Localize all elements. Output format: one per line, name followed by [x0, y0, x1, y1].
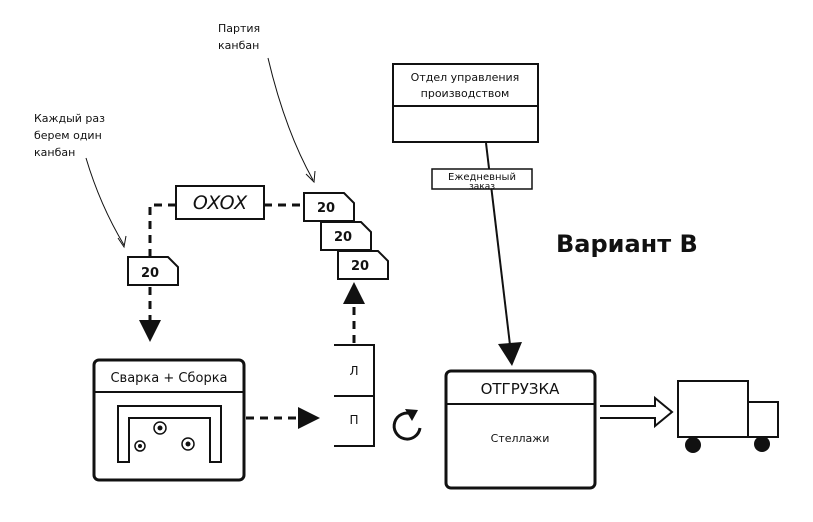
- oxox-box: OXOX: [175, 185, 265, 220]
- production-control-title-line1: Отдел управления: [411, 71, 520, 84]
- heijunka-slot-bottom: П: [349, 413, 358, 427]
- oxox-label: OXOX: [193, 192, 248, 214]
- welding-fixture-icon: [117, 405, 222, 463]
- kanban-card-single: 20: [127, 256, 179, 286]
- production-control-box: Отдел управления производством: [392, 63, 539, 143]
- shipping-process: ОТГРУЗКА Стеллажи: [444, 369, 597, 490]
- welding-assembly-process: Сварка + Сборка: [92, 358, 246, 482]
- production-control-title-line2: производством: [421, 87, 510, 100]
- annotation-each-time-line2: берем один: [34, 129, 102, 142]
- annotation-batch-line2: канбан: [218, 39, 259, 52]
- annotation-batch-line1: Партия: [218, 22, 260, 35]
- withdrawal-dashed-line-left: [148, 203, 176, 257]
- variant-title: Вариант B: [556, 230, 698, 258]
- heijunka-slot-top: Л: [349, 364, 358, 378]
- heijunka-box: Л П: [334, 344, 375, 447]
- daily-order-arrowhead: [498, 342, 522, 366]
- svg-text:20: 20: [351, 259, 369, 274]
- svg-text:20: 20: [334, 230, 352, 245]
- daily-order-label: Ежедневный заказ: [431, 168, 533, 192]
- dashed-arrow-to-heijunka-head: [298, 407, 320, 429]
- shipment-arrow: [600, 395, 674, 429]
- cycle-icon: [392, 409, 422, 441]
- annotation-each-time-arrowhead: [117, 235, 127, 249]
- annotation-each-time-line1: Каждый раз: [34, 112, 105, 125]
- annotation-each-time-pointer: [85, 157, 125, 246]
- shipping-title: ОТГРУЗКА: [481, 380, 561, 398]
- kanban-card-stack-2: 20: [320, 221, 372, 251]
- kanban-card-stack-3: 20: [337, 250, 389, 280]
- dashed-arrow-to-stack-head: [343, 282, 365, 304]
- annotation-batch-pointer: [267, 57, 314, 181]
- daily-order-line1: Ежедневный: [448, 172, 516, 183]
- dashed-arrow-to-welding-head: [139, 320, 161, 342]
- daily-order-line2: заказ: [469, 182, 495, 192]
- welding-assembly-title: Сварка + Сборка: [110, 371, 227, 386]
- kanban-card-single-value: 20: [141, 266, 159, 281]
- annotation-batch: Партия канбан: [218, 22, 316, 184]
- annotation-each-time-line3: канбан: [34, 146, 75, 159]
- shipping-content: Стеллажи: [491, 432, 550, 445]
- annotation-batch-arrowhead: [305, 170, 316, 184]
- kanban-card-stack-1: 20: [303, 192, 355, 222]
- annotation-each-time: Каждый раз берем один канбан: [34, 112, 127, 249]
- truck-icon: [677, 380, 779, 453]
- svg-text:20: 20: [317, 201, 335, 216]
- kanban-card-stack: 20 20 20: [303, 192, 389, 280]
